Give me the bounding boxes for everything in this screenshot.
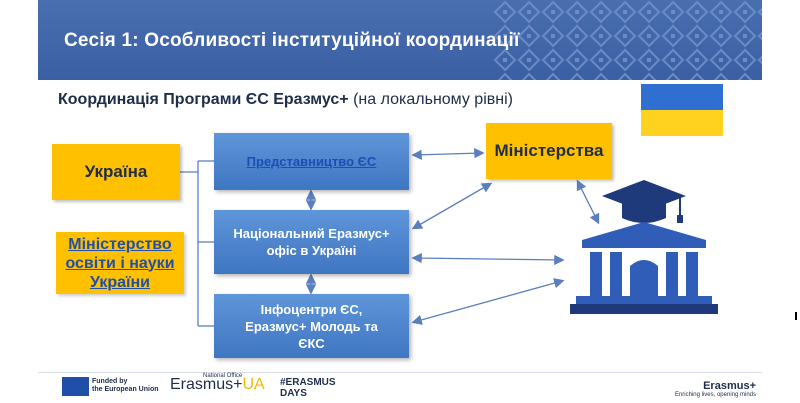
- ministry-edu-line-2[interactable]: освіти і науки: [65, 254, 175, 272]
- cursor-marker: [795, 312, 797, 320]
- ministry-education-link[interactable]: Міністерство освіти і науки України: [56, 232, 184, 294]
- erasmus-ua-suffix: UA: [242, 376, 265, 393]
- info-centers-box: Інфоцентри ЄС, Еразмус+ Молодь та ЄКС: [214, 294, 409, 358]
- ministry-edu-line-1[interactable]: Міністерство: [68, 235, 172, 253]
- erasmus-ua-main: Erasmus+: [170, 376, 243, 393]
- erasmus-days-logo: #ERASMUS DAYS: [280, 377, 336, 399]
- erasmus-brand: Erasmus+: [703, 380, 756, 392]
- ornament-pattern: [493, 0, 762, 80]
- national-office-label: National Office: [203, 373, 243, 379]
- eu-flag-icon: [62, 377, 89, 396]
- national-office-line-2: офіс в Україні: [266, 243, 357, 258]
- erasmus-ua-logo: Erasmus+UA: [170, 376, 265, 394]
- connector-lines: [180, 148, 600, 327]
- eu-funded-text: Funded by the European Union: [92, 378, 159, 394]
- erasmus-tagline: Enriching lives, opening minds: [674, 392, 756, 398]
- national-office-line-1: Національний Еразмус+: [233, 226, 390, 241]
- info-centers-line-3: ЄКС: [298, 335, 325, 351]
- erasmus-days-line-2: DAYS: [280, 388, 307, 399]
- university-graduation-icon: [570, 180, 718, 314]
- slide: Сесія 1: Особливості інституційної коорд…: [38, 0, 762, 403]
- subtitle-bold: Координація Програми ЄС Еразмус+: [58, 91, 349, 108]
- slide-subtitle: Координація Програми ЄС Еразмус+ (на лок…: [58, 91, 513, 109]
- eu-delegation-box[interactable]: Представництво ЄС: [214, 133, 409, 190]
- ministry-edu-line-3[interactable]: України: [89, 273, 151, 291]
- eu-funded-line-1: Funded by: [92, 378, 128, 385]
- eu-delegation-link[interactable]: Представництво ЄС: [246, 154, 377, 169]
- erasmus-brand-logo: Erasmus+ Enriching lives, opening minds: [658, 380, 756, 398]
- national-office-box: Національний Еразмус+ офіс в Україні: [214, 210, 409, 274]
- footer-bar: [38, 372, 762, 403]
- erasmus-days-line-1: #ERASMUS: [280, 377, 336, 388]
- info-centers-line-1: Інфоцентри ЄС,: [260, 301, 363, 317]
- ministries-box: Міністерства: [486, 123, 612, 179]
- ukraine-flag-icon: [641, 84, 723, 136]
- page-title: Сесія 1: Особливості інституційної коорд…: [64, 30, 520, 51]
- subtitle-rest: (на локальному рівні): [348, 91, 513, 108]
- ukraine-box: Україна: [52, 144, 180, 200]
- eu-funded-line-2: the European Union: [92, 386, 159, 393]
- info-centers-line-2: Еразмус+ Молодь та: [245, 318, 378, 334]
